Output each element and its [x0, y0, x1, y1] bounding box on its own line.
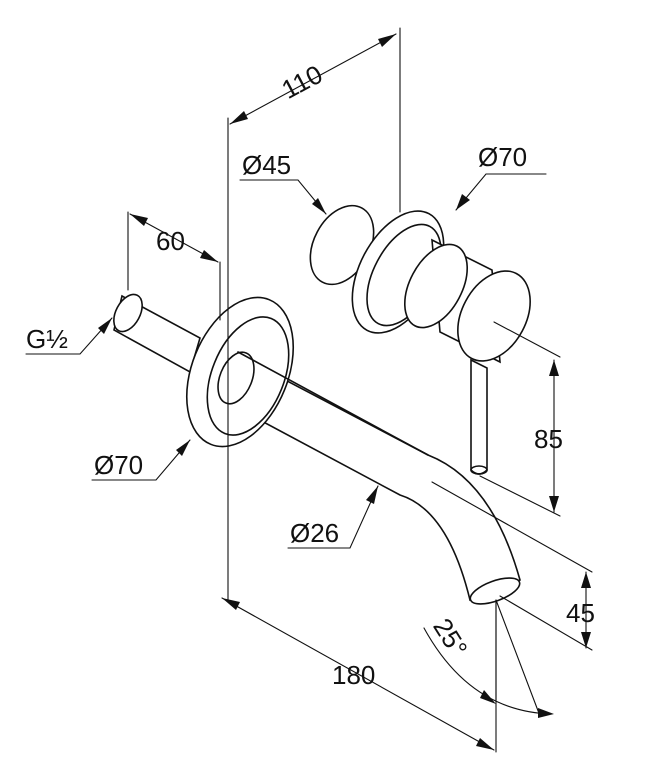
- label-rosette-left: Ø70: [94, 450, 143, 480]
- ext-line-85-top: [493, 321, 561, 358]
- label-thread: G½: [26, 324, 68, 354]
- knob-rear: [404, 243, 468, 329]
- spout-outlet: [469, 577, 521, 605]
- arrow-thread: [98, 318, 112, 334]
- arrow-85-b: [549, 496, 559, 512]
- label-60: 60: [156, 226, 185, 256]
- label-180: 180: [332, 660, 375, 690]
- arrow-rosette-top: [456, 194, 470, 210]
- arrow-knob-diameter: [312, 198, 326, 214]
- lever: [470, 358, 488, 475]
- arrow-110-b: [378, 34, 396, 47]
- spout-root: [217, 351, 255, 405]
- label-85: 85: [534, 424, 563, 454]
- ext-line-45-top: [431, 481, 593, 573]
- label-45: 45: [566, 598, 595, 628]
- arrow-45-a: [581, 572, 591, 588]
- mixer-body: [309, 204, 531, 475]
- angle-leg-slanted: [495, 599, 541, 717]
- leader-rosette-left: [91, 439, 191, 481]
- arrow-angle-b: [538, 708, 554, 718]
- leader-knob-diameter: [239, 179, 327, 215]
- arrow-85-a: [549, 360, 559, 376]
- ext-line-45-bottom: [499, 595, 593, 651]
- label-angle: 25°: [427, 613, 473, 662]
- arrow-180-b: [476, 738, 494, 750]
- leader-rosette-top: [455, 173, 547, 211]
- rosette-disc-left-inner: [206, 316, 290, 436]
- dimension-lines: [25, 27, 593, 753]
- label-110: 110: [277, 59, 328, 105]
- label-rosette-top: Ø70: [478, 142, 527, 172]
- arrow-60-a: [130, 214, 148, 226]
- ext-line-85-bottom: [479, 475, 561, 517]
- label-spout-diameter: Ø26: [290, 518, 339, 548]
- arrow-spout-diameter: [366, 486, 378, 504]
- arrow-angle-a: [480, 690, 496, 704]
- label-knob-diameter: Ø45: [242, 150, 291, 180]
- lever-tip: [470, 465, 488, 475]
- thread-stub-end: [113, 293, 143, 333]
- arrow-rosette-left: [176, 440, 190, 456]
- knob-face: [457, 270, 531, 362]
- spout-assembly: [113, 293, 521, 605]
- leader-spout-diameter: [287, 485, 379, 549]
- arrow-60-b: [200, 250, 218, 262]
- arrow-45-b: [581, 632, 591, 648]
- dim-line-110: [229, 33, 397, 125]
- arrow-110-a: [230, 111, 248, 124]
- angle-arc: [423, 627, 553, 715]
- dim-line-180: [221, 597, 495, 751]
- spout-top-line: [237, 351, 429, 456]
- arrow-180-a: [222, 598, 240, 610]
